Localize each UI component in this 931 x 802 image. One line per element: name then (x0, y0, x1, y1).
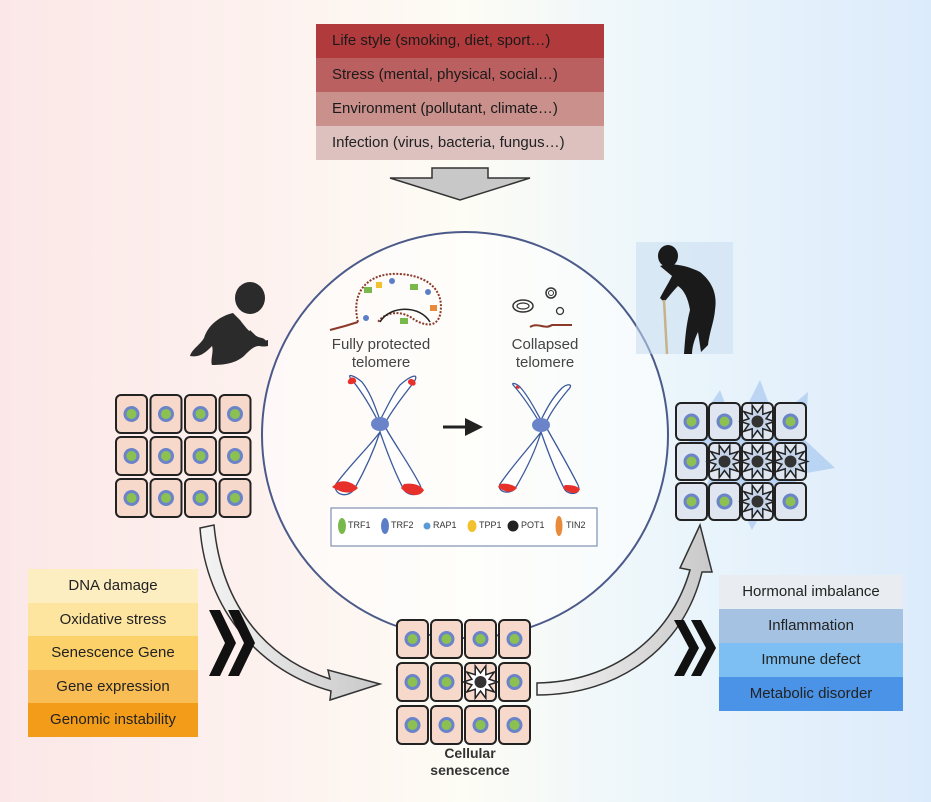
nucleus-core (230, 409, 240, 419)
nucleus-core (126, 409, 137, 419)
protected-label-line1: Fully protected (331, 336, 431, 353)
legend-tpp1: TPP1 (479, 520, 502, 530)
nucleus-core (686, 416, 697, 427)
right-chevron-icon (674, 620, 716, 676)
cause-dna-damage: DNA damage (28, 569, 198, 603)
nucleus-core (230, 451, 240, 461)
down-arrow-icon (389, 167, 531, 201)
cellular-senescence-label: Cellular senescence (390, 745, 550, 779)
nucleus-core (686, 456, 697, 467)
nucleus-core (441, 634, 452, 644)
nucleus-core (441, 677, 452, 687)
nucleus-core (161, 451, 171, 461)
nucleus-core (509, 677, 520, 687)
nucleus-core (785, 416, 796, 427)
telomere-circle (261, 231, 669, 639)
nucleus-core (195, 493, 206, 503)
nucleus-core (230, 493, 240, 503)
elderly-silhouette-icon (658, 245, 716, 355)
dark-nucleus (718, 455, 731, 468)
nucleus-core (475, 720, 486, 730)
collapsed-chromosome-icon (498, 382, 580, 495)
factor-stress: Stress (mental, physical, social…) (316, 58, 604, 92)
aged-cell-grid (675, 380, 835, 530)
cause-gene-expression: Gene expression (28, 669, 198, 703)
nucleus-core (407, 677, 418, 687)
collapsed-telomere-label: Collapsed telomere (480, 336, 610, 372)
collapsed-label-line2: telomere (515, 354, 575, 371)
legend-tin2: TIN2 (566, 520, 586, 530)
protected-chromosome-icon (332, 374, 424, 496)
nucleus-core (407, 634, 418, 644)
effect-metabolic-disorder: Metabolic disorder (719, 677, 903, 711)
nucleus-core (719, 416, 730, 427)
baby-silhouette-icon (190, 282, 268, 365)
cause-senescence-gene: Senescence Gene (28, 636, 198, 670)
nucleus-core (126, 493, 137, 503)
pot1-icon (507, 520, 519, 532)
legend-trf2: TRF2 (391, 520, 414, 530)
protected-label-line2: telomere (351, 354, 411, 371)
senescent-cell-grid (396, 619, 531, 745)
elderly-panel (636, 242, 733, 354)
nucleus-core (785, 496, 796, 507)
nucleus-core (509, 720, 520, 730)
protected-telomere-label: Fully protected telomere (310, 336, 452, 372)
tpp1-icon (467, 520, 477, 532)
cause-oxidative-stress: Oxidative stress (28, 602, 198, 636)
nucleus-core (509, 634, 520, 644)
factor-infection: Infection (virus, bacteria, fungus…) (316, 126, 604, 160)
nucleus-core (195, 451, 206, 461)
cause-genomic-instability: Genomic instability (28, 703, 198, 737)
dark-nucleus (751, 415, 764, 428)
factor-environment: Environment (pollutant, climate…) (316, 92, 604, 126)
nucleus-core (407, 720, 418, 730)
senescence-label-line2: senescence (430, 762, 510, 778)
nucleus-core (161, 493, 171, 503)
effect-immune-defect: Immune defect (719, 643, 903, 677)
dark-nucleus (751, 455, 764, 468)
rap1-icon (423, 522, 431, 530)
trf1-icon (338, 518, 346, 534)
collapsed-label-line1: Collapsed (511, 336, 579, 353)
nucleus-core (126, 451, 137, 461)
nucleus-core (161, 409, 171, 419)
effect-hormonal-imbalance: Hormonal imbalance (719, 575, 903, 609)
trf2-icon (381, 518, 389, 534)
right-curved-arrow-icon (536, 522, 713, 696)
factor-lifestyle: Life style (smoking, diet, sport…) (316, 24, 604, 58)
legend-rap1: RAP1 (433, 520, 457, 530)
nucleus-core (441, 720, 452, 730)
legend-pot1: POT1 (521, 520, 545, 530)
young-cell-grid (115, 394, 252, 518)
dark-nucleus (474, 676, 487, 688)
senescence-label-line1: Cellular (444, 745, 496, 761)
nucleus-core (686, 496, 697, 507)
dark-nucleus (784, 455, 797, 468)
nucleus-core (475, 634, 486, 644)
nucleus-core (719, 496, 730, 507)
legend-trf1: TRF1 (348, 520, 371, 530)
telomere-loop-icon (329, 272, 442, 331)
collapsed-telomere-icon (512, 287, 572, 328)
legend-box (330, 507, 598, 547)
dark-nucleus (751, 495, 764, 508)
nucleus-core (195, 409, 206, 419)
left-chevron-icon (209, 610, 255, 676)
effect-inflammation: Inflammation (719, 609, 903, 643)
tin2-icon (555, 516, 563, 536)
